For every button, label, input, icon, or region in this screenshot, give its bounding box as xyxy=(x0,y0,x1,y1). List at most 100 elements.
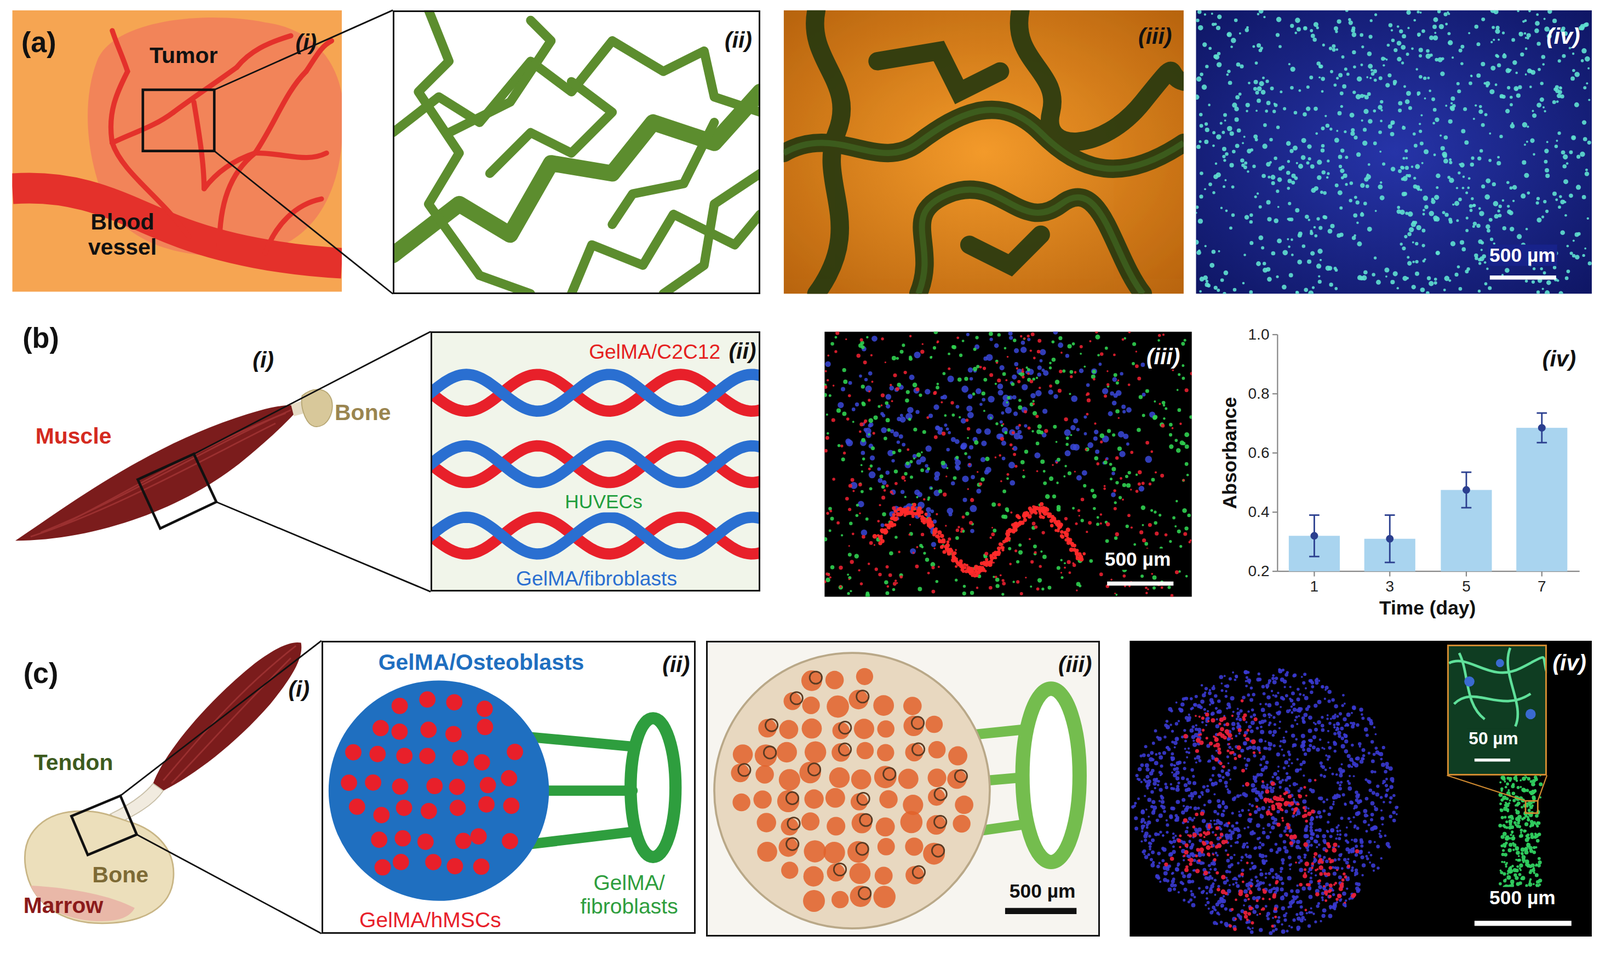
fluorescence-image xyxy=(1404,211,1409,215)
fluorescence-image xyxy=(1221,130,1225,135)
fluorescence-image xyxy=(1326,176,1329,180)
fluorescence-image xyxy=(1142,538,1146,543)
fluorescence-image xyxy=(1256,261,1261,267)
fluorescence-image xyxy=(1378,130,1382,135)
fluorescence-image xyxy=(1306,161,1310,165)
fluorescence-image xyxy=(1064,429,1071,437)
fluorescence-image xyxy=(1463,107,1467,112)
fluorescence-image xyxy=(1122,483,1127,487)
fluorescence-image xyxy=(865,593,870,598)
fluorescence-image xyxy=(1022,475,1026,479)
fluorescence-image xyxy=(1258,81,1264,86)
fluorescence-image xyxy=(1150,572,1154,576)
fluorescence-image xyxy=(965,418,969,422)
fluorescence-image xyxy=(1094,334,1100,340)
fluorescence-image xyxy=(903,370,908,375)
fluorescence-image xyxy=(1392,79,1398,85)
fluorescence-image xyxy=(925,557,929,562)
fluorescence-image xyxy=(1581,48,1587,54)
fluorescence-image xyxy=(1562,164,1567,169)
fluorescence-image xyxy=(1085,393,1088,397)
fluorescence-image xyxy=(1258,10,1264,14)
fluorescence-image xyxy=(1056,565,1061,570)
fluorescence-image xyxy=(994,343,1000,349)
fluorescence-image xyxy=(1361,275,1368,281)
fluorescence-image xyxy=(826,432,830,435)
fluorescence-image xyxy=(1223,158,1226,162)
fluorescence-image xyxy=(1447,31,1451,36)
fluorescence-image xyxy=(1090,488,1095,493)
fluorescence-image xyxy=(1485,81,1491,86)
fluorescence-image xyxy=(970,529,975,534)
fluorescence-image xyxy=(1450,101,1453,105)
fluorescence-image xyxy=(861,402,866,407)
fluorescence-image xyxy=(1465,191,1468,195)
fluorescence-image xyxy=(1048,366,1052,370)
fluorescence-image xyxy=(1334,287,1338,291)
fluorescence-image xyxy=(1432,107,1437,112)
fluorescence-image xyxy=(1294,17,1301,24)
fluorescence-image xyxy=(1457,89,1461,94)
fluorescence-image xyxy=(858,512,861,515)
fluorescence-image xyxy=(1450,96,1455,101)
fluorescence-image xyxy=(840,444,843,448)
fluorescence-image xyxy=(1373,141,1378,146)
fluorescence-image xyxy=(1489,89,1495,95)
fluorescence-image xyxy=(991,526,994,529)
fluorescence-image xyxy=(1121,337,1125,341)
fluorescence-image xyxy=(995,361,999,364)
fluorescence-image xyxy=(829,576,832,579)
muscle-illustration xyxy=(30,410,291,537)
fluorescence-image xyxy=(1434,58,1439,62)
fluorescence-image xyxy=(1144,455,1152,463)
fluorescence-image xyxy=(1396,205,1401,210)
fluorescence-image xyxy=(1008,429,1015,436)
fluorescence-image xyxy=(856,353,861,358)
fluorescence-image xyxy=(1455,219,1459,222)
fluorescence-image xyxy=(1150,509,1154,513)
fluorescence-image xyxy=(908,417,912,422)
fluorescence-image xyxy=(1005,379,1008,382)
fluorescence-image xyxy=(863,360,868,365)
fluorescence-image xyxy=(959,353,963,358)
fluorescence-image xyxy=(864,377,868,382)
fluorescence-image xyxy=(1277,177,1283,183)
fluorescence-image xyxy=(838,565,843,570)
fluorescence-image xyxy=(1042,554,1047,560)
fluorescence-image xyxy=(1289,24,1294,28)
fluorescence-image xyxy=(1040,459,1045,464)
fluorescence-image xyxy=(958,416,961,419)
fluorescence-image xyxy=(1062,369,1066,373)
fluorescence-image xyxy=(1312,37,1317,43)
fluorescence-image xyxy=(1418,122,1421,125)
fluorescence-image xyxy=(1448,220,1453,225)
fluorescence-image xyxy=(1362,140,1368,146)
fluorescence-image xyxy=(904,495,907,498)
fluorescence-image xyxy=(984,428,991,435)
fluorescence-image xyxy=(1213,174,1219,180)
fluorescence-image xyxy=(1229,226,1233,230)
fluorescence-image xyxy=(1321,144,1326,148)
fluorescence-image xyxy=(942,492,947,497)
fluorescence-image xyxy=(849,522,853,526)
fluorescence-image xyxy=(1074,470,1076,473)
fluorescence-image xyxy=(1524,73,1528,76)
fluorescence-image xyxy=(947,367,951,371)
fluorescence-image xyxy=(1584,247,1587,250)
fluorescence-image xyxy=(876,519,880,523)
fluorescence-image xyxy=(1029,585,1032,588)
fluorescence-image xyxy=(901,476,905,480)
fluorescence-image xyxy=(1115,409,1120,414)
fluorescence-image xyxy=(1419,188,1422,191)
fluorescence-image xyxy=(1348,198,1352,203)
fluorescence-image xyxy=(1542,106,1545,109)
fluorescence-image xyxy=(1241,141,1244,145)
fluorescence-image xyxy=(1287,245,1291,249)
fluorescence-image xyxy=(1374,13,1378,16)
fluorescence-image xyxy=(894,579,897,582)
tumor-vessel xyxy=(255,152,327,158)
fluorescence-image xyxy=(1164,533,1168,537)
fluorescence-image xyxy=(1574,232,1580,237)
fluorescence-image xyxy=(1174,438,1178,443)
fluorescence-image xyxy=(895,387,900,392)
